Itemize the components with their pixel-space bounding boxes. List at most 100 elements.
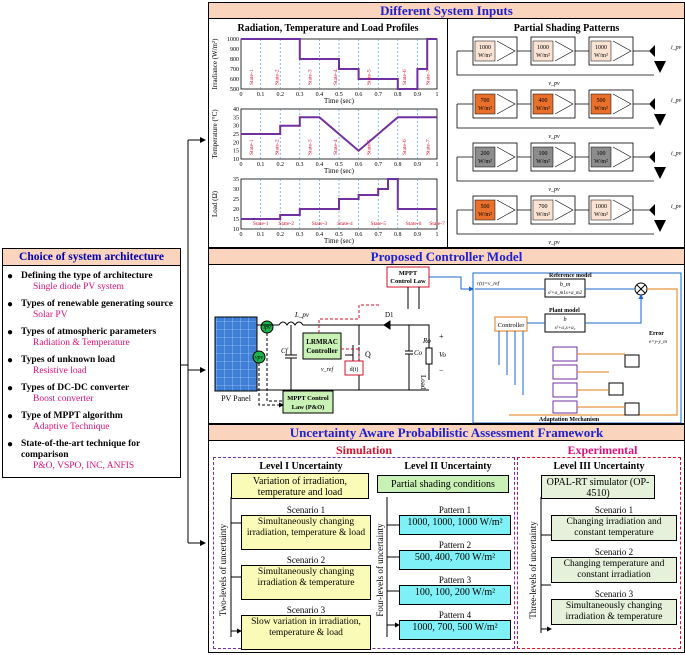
system-inputs-title: Different System Inputs (209, 3, 684, 19)
x-tick-label: 0.7 (374, 162, 382, 168)
y-tick-label: 25 (233, 132, 239, 138)
x-tick-label: 1 (436, 162, 439, 168)
architecture-item: ●State-of-the-art technique for comparis… (7, 439, 177, 472)
ipv-label: i_pv (671, 45, 682, 51)
svg-text:Law (P&O): Law (P&O) (292, 404, 325, 411)
architecture-item-head: Defining the type of architecture (21, 271, 153, 281)
x-axis-label: Time (sec) (324, 97, 355, 105)
adaptation-blocks (498, 331, 640, 416)
irradiance-value: 400 (539, 98, 548, 104)
ipv-label: i_pv (671, 98, 682, 104)
profiles-title: Radiation, Temperature and Load Profiles (237, 23, 419, 34)
irradiance-unit: W/m² (478, 106, 492, 112)
profile-line (241, 178, 437, 220)
y-tick-label: 10 (233, 157, 239, 163)
state-label: State-1 (253, 221, 269, 227)
scenario-box: 500, 400, 700 W/m² (399, 550, 511, 570)
x-axis-label: Time (sec) (324, 237, 355, 245)
state-label: State-2 (278, 221, 294, 227)
level2-side-label: Four-levels of uncertainty (375, 523, 385, 617)
scenario-box: Simultaneously changing irradiation & te… (551, 599, 677, 625)
x-tick-label: 0 (240, 232, 243, 238)
bullet-icon: ● (7, 383, 14, 394)
irradiance-unit: W/m² (536, 159, 550, 165)
svg-text:vpv: vpv (255, 355, 264, 361)
irradiance-value: 1000 (537, 45, 549, 51)
scenario-label: Pattern 4 (438, 610, 472, 620)
level1-title: Level I Uncertainty (259, 461, 343, 472)
scenario-box: Simultaneously changing irradiation, tem… (241, 515, 371, 550)
irradiance-cell (590, 199, 612, 221)
state-label: State-7 (425, 69, 431, 85)
irradiance-cell (590, 146, 612, 168)
x-tick-label: 0.8 (394, 92, 402, 98)
profile-line (241, 116, 437, 153)
architecture-item-head: Types of DC-DC converter (21, 383, 130, 393)
x-tick-label: 0.3 (296, 232, 304, 238)
svg-text:Controller: Controller (306, 347, 337, 355)
y-axis-label: Load (Ω) (211, 190, 219, 217)
svg-text:b: b (564, 317, 567, 323)
architecture-item-head: Type of MPPT algorithm (21, 411, 123, 421)
svg-text:s²+a₁s+a₂: s²+a₁s+a₂ (555, 325, 576, 331)
x-tick-label: 0.8 (394, 232, 402, 238)
x-tick-label: 0.2 (276, 162, 284, 168)
y-tick-label: 600 (230, 77, 239, 83)
y-tick-label: 25 (233, 197, 239, 203)
duty-block (344, 360, 364, 376)
system-inputs-panel: Different System Inputs Radiation, Tempe… (208, 2, 685, 248)
x-tick-label: 0.3 (296, 92, 304, 98)
x-tick-label: 0.1 (257, 232, 265, 238)
vpv-label: v_pv (548, 240, 560, 246)
scenario-label: Scenario 3 (286, 605, 326, 615)
state-label: State-5 (371, 221, 387, 227)
state-label: State-4 (333, 69, 339, 85)
irradiance-value: 700 (539, 204, 548, 210)
y-tick-label: 20 (233, 140, 239, 146)
state-label: State-4 (333, 139, 339, 155)
irradiance-unit: W/m² (536, 53, 550, 59)
error-eq-label: e=y-y_m (649, 340, 667, 345)
x-tick-label: 0.9 (414, 232, 422, 238)
x-tick-label: 0 (240, 92, 243, 98)
state-label: State-6 (406, 221, 422, 227)
ref-eq-label: r(t)=v_ref (477, 280, 501, 287)
irradiance-cell (532, 199, 554, 221)
x-tick-label: 0.6 (355, 92, 363, 98)
architecture-item-sub: P&O, VSPO, INC, ANFIS (33, 461, 135, 471)
state-label: State-1 (249, 69, 255, 85)
irradiance-cell (474, 40, 496, 62)
svg-text:s²+a_m1s+a_m2: s²+a_m1s+a_m2 (548, 290, 583, 296)
scenario-label: Scenario 1 (286, 505, 326, 515)
state-label: State-3 (308, 139, 314, 155)
state-label: State-7 (425, 139, 431, 155)
x-tick-label: 0.7 (374, 232, 382, 238)
irradiance-cell (474, 199, 496, 221)
lrmrac-box (302, 332, 342, 360)
level2-title: Level II Uncertainty (404, 461, 492, 472)
irradiance-value: 1000 (595, 204, 607, 210)
shading-patterns: 1000W/m²1000W/m²1000W/m²v_pvi_pv700W/m²4… (456, 36, 682, 246)
irradiance-value: 200 (481, 151, 490, 157)
architecture-item-sub: Single diode PV system (33, 282, 124, 292)
x-tick-label: 0.9 (414, 162, 422, 168)
irradiance-unit: W/m² (478, 212, 492, 218)
architecture-title: Choice of system architecture (3, 249, 180, 266)
mrac-frame (472, 272, 682, 423)
architecture-item-head: Types of atmospheric parameters (21, 327, 157, 337)
x-tick-label: 0.8 (394, 162, 402, 168)
experimental-frame (517, 457, 681, 649)
scenario-label: Pattern 3 (438, 575, 472, 585)
bypass-diode-icon (649, 151, 655, 163)
state-label: State-5 (367, 139, 373, 155)
bullet-icon: ● (7, 299, 14, 310)
svg-text:d(t): d(t) (350, 366, 359, 373)
